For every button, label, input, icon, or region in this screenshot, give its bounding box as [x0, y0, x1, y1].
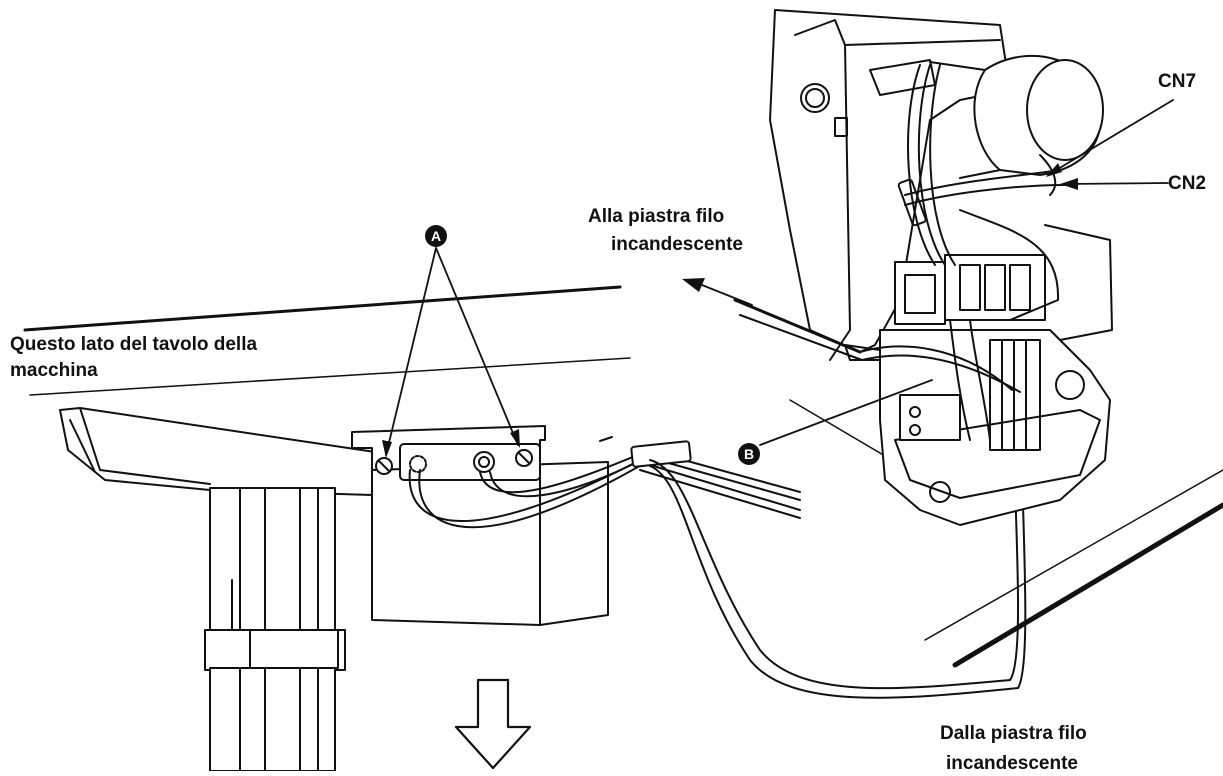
from-plate-label-line2: incandescente: [946, 753, 1078, 774]
leader-lines: [385, 99, 1174, 456]
table-side-label-line2: macchina: [10, 360, 98, 381]
hollow-down-arrow-icon: [454, 678, 532, 770]
to-plate-label-line2: incandescente: [611, 234, 743, 255]
marker-b: B: [738, 443, 760, 465]
cn2-label: CN2: [1168, 173, 1207, 194]
table-leg: [204, 487, 346, 772]
cable-bundle: [408, 389, 1027, 699]
to-plate-label-line1: Alla piastra filo: [588, 206, 725, 227]
sewing-machine: [733, 9, 1113, 526]
transformer-box: [351, 425, 609, 626]
cn7-label: CN7: [1158, 71, 1197, 92]
table-side-label-line1: Questo lato del tavolo della: [10, 334, 258, 355]
marker-a: A: [425, 225, 447, 247]
table-top: [23, 285, 1223, 668]
from-plate-label-line1: Dalla piastra filo: [940, 723, 1087, 744]
arrowheads: [382, 163, 1078, 458]
cable-tray: [59, 407, 376, 496]
